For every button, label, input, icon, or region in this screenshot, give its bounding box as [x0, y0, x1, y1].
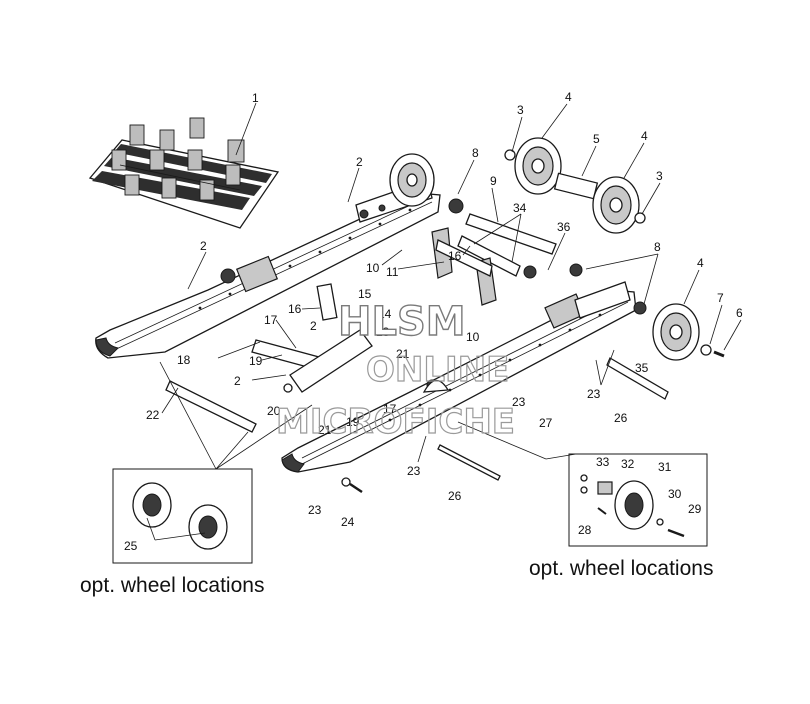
callout-26: 26 — [614, 411, 628, 425]
callout-3: 3 — [517, 103, 524, 117]
callout-26: 26 — [448, 489, 462, 503]
rear-wheel — [652, 303, 725, 361]
callout-36: 36 — [557, 220, 571, 234]
callout-6: 6 — [736, 306, 743, 320]
callout-19: 19 — [249, 354, 263, 368]
callout-31: 31 — [658, 460, 672, 474]
callout-17: 17 — [264, 313, 278, 327]
watermark-line2: ONLINE — [366, 350, 509, 390]
watermark-line3: MICROFICHE — [276, 402, 515, 442]
callout-8: 8 — [654, 240, 661, 254]
callout-labels: 1 2 2 2 2 3 3 4 4 4 5 6 7 8 8 9 10 10 11… — [124, 90, 743, 553]
callout-23: 23 — [587, 387, 601, 401]
callout-4: 4 — [697, 256, 704, 270]
callout-14: 14 — [378, 307, 392, 321]
leader-lines — [146, 102, 742, 541]
callout-7: 7 — [717, 291, 724, 305]
left-rail — [95, 153, 441, 359]
callout-23: 23 — [407, 464, 421, 478]
callout-16: 16 — [288, 302, 302, 316]
callout-34: 34 — [513, 201, 527, 215]
callout-25: 25 — [124, 539, 138, 553]
callout-30: 30 — [668, 487, 682, 501]
callout-21: 21 — [396, 347, 410, 361]
callout-4: 4 — [641, 129, 648, 143]
callout-24: 24 — [341, 515, 355, 529]
callout-15: 15 — [358, 287, 372, 301]
callout-10: 10 — [366, 261, 380, 275]
callout-35: 35 — [635, 361, 649, 375]
cross-shafts — [165, 213, 669, 481]
callout-28: 28 — [578, 523, 592, 537]
callout-21: 21 — [318, 423, 332, 437]
callout-23: 23 — [512, 395, 526, 409]
callout-13: 13 — [376, 325, 390, 339]
callout-29: 29 — [688, 502, 702, 516]
right-rail — [281, 281, 637, 473]
callout-2: 2 — [310, 319, 317, 333]
upper-idler-wheels — [504, 137, 646, 234]
callout-18: 18 — [177, 353, 191, 367]
callout-20: 20 — [267, 404, 281, 418]
callout-2: 2 — [200, 239, 207, 253]
callout-17: 17 — [383, 402, 397, 416]
caption-left: opt. wheel locations — [80, 574, 264, 597]
callout-2: 2 — [356, 155, 363, 169]
callout-3: 3 — [656, 169, 663, 183]
callout-1: 1 — [252, 91, 259, 105]
callout-16: 16 — [448, 249, 462, 263]
caption-right: opt. wheel locations — [529, 557, 713, 580]
watermark-line1: HLSM — [338, 299, 466, 345]
watermark: HLSM ONLINE MICROFICHE — [275, 298, 515, 442]
track-section — [88, 117, 280, 229]
callout-27: 27 — [539, 416, 553, 430]
callout-32: 32 — [621, 457, 635, 471]
callout-9: 9 — [490, 174, 497, 188]
callout-22: 22 — [146, 408, 160, 422]
callout-2: 2 — [234, 374, 241, 388]
callout-10: 10 — [466, 330, 480, 344]
callout-19: 19 — [346, 415, 360, 429]
inset-left — [112, 468, 253, 564]
front-arm-linkage — [251, 198, 647, 494]
callout-4: 4 — [565, 90, 572, 104]
callout-5: 5 — [593, 132, 600, 146]
callout-33: 33 — [596, 455, 610, 469]
callout-11: 11 — [386, 265, 399, 279]
callout-8: 8 — [472, 146, 479, 160]
callout-23: 23 — [308, 503, 322, 517]
inset-right — [568, 453, 708, 547]
